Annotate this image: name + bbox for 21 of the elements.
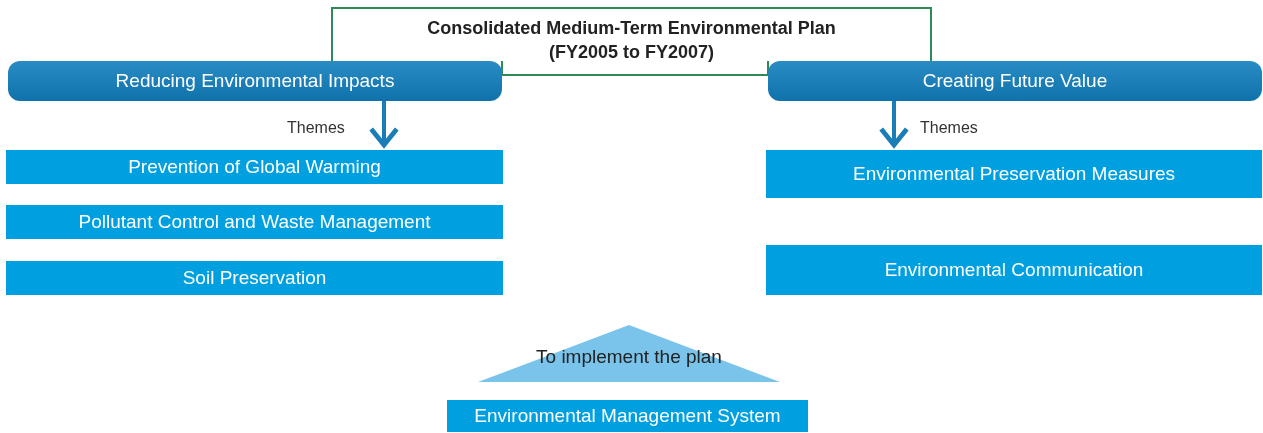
theme-box — [6, 150, 503, 184]
theme-label: Environmental Preservation Measures — [852, 163, 1176, 185]
theme-box — [447, 400, 808, 432]
theme-label: Environmental Communication — [884, 259, 1144, 281]
category-bar — [8, 61, 502, 101]
theme-box — [6, 205, 503, 239]
theme-box — [766, 150, 1262, 198]
category-label: Creating Future Value — [922, 70, 1108, 92]
down-arrow — [878, 101, 910, 148]
down-arrow — [368, 101, 400, 148]
theme-box — [6, 261, 503, 295]
plan-title-box — [331, 7, 932, 61]
theme-label: Pollutant Control and Waste Management — [78, 211, 431, 233]
category-bar — [768, 61, 1262, 101]
theme-label: Prevention of Global Warming — [128, 156, 381, 178]
category-label: Reducing Environmental Impacts — [115, 70, 395, 92]
theme-box — [766, 245, 1262, 295]
plan-title: Consolidated Medium-Term Environmental Plan (FY2005 to FY2007) — [426, 17, 837, 64]
triangle-shape — [478, 325, 780, 382]
theme-label: Environmental Management System — [474, 405, 781, 427]
theme-label: Soil Preservation — [182, 267, 327, 289]
